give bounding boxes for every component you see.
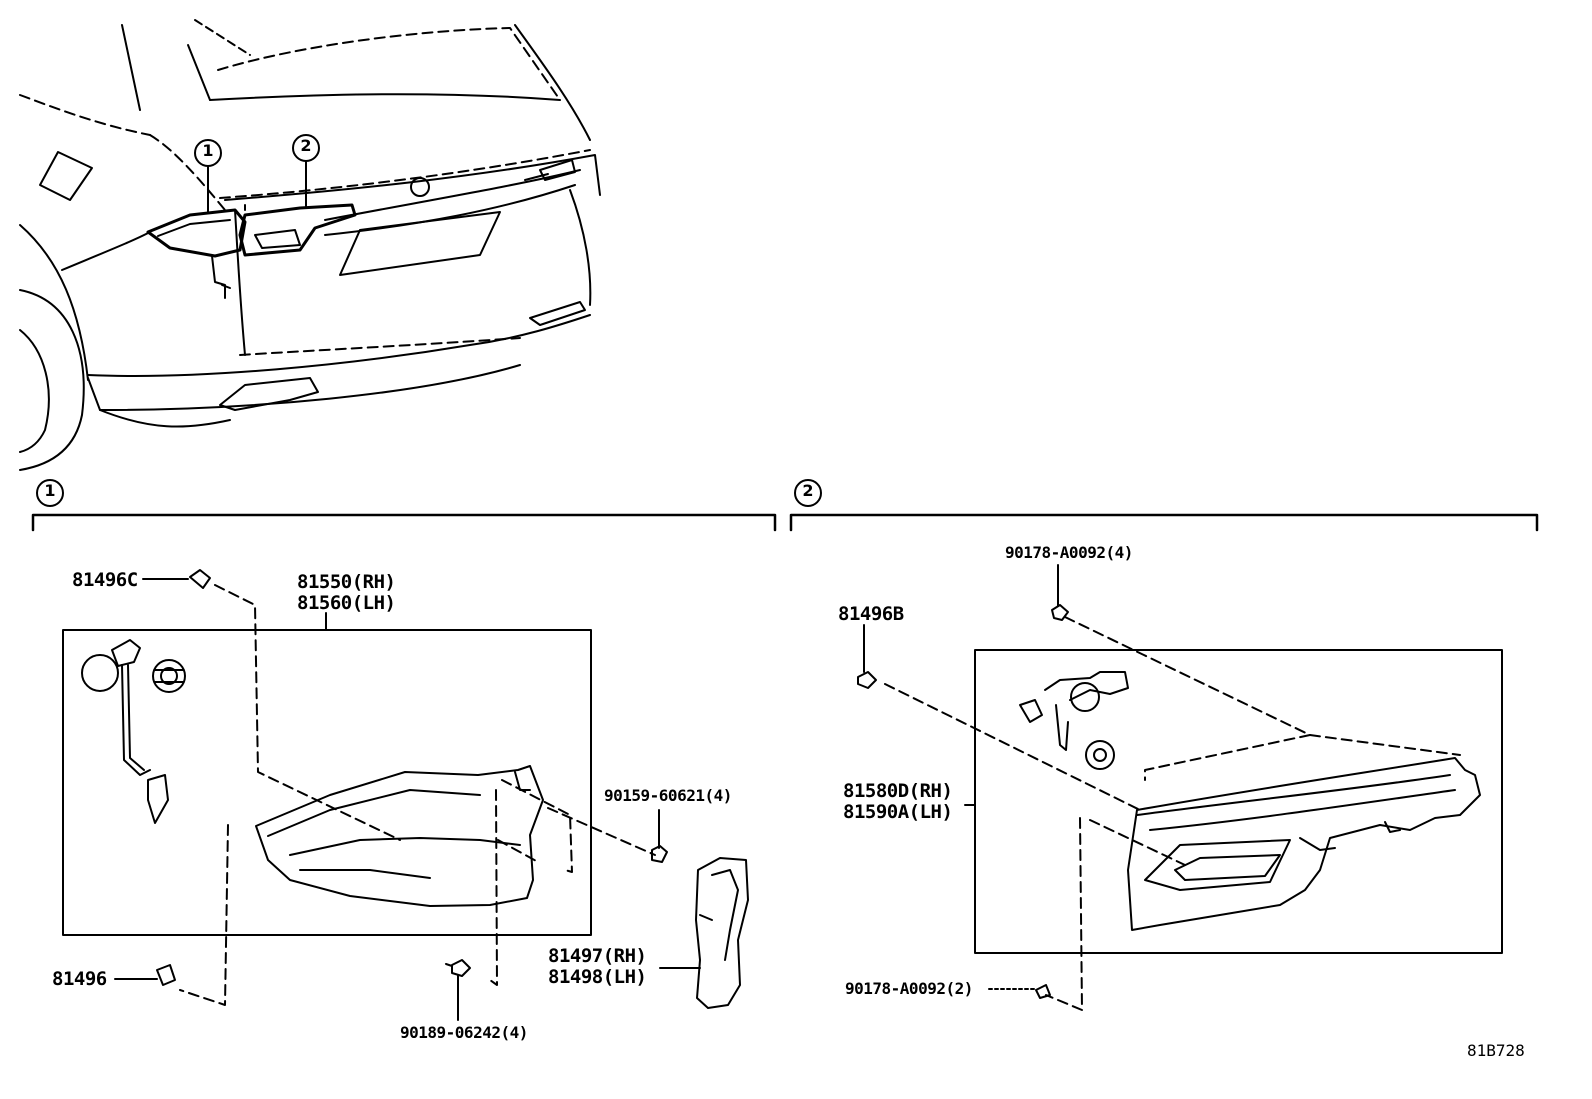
callout-2-section: [794, 479, 822, 507]
part-90159-60621[interactable]: 90159-60621(4): [604, 786, 732, 805]
callout-1-section-label: 1: [44, 481, 56, 500]
section-2-garnish-lamp: [857, 564, 1503, 1011]
part-81550-rh[interactable]: 81550(RH): [297, 571, 396, 593]
part-81496C[interactable]: 81496C: [72, 569, 138, 591]
part-81496[interactable]: 81496: [52, 968, 107, 990]
callout-1-section: [36, 479, 64, 507]
callout-2-overview-label: 2: [300, 136, 312, 155]
part-81590A-lh[interactable]: 81590A(LH): [843, 801, 953, 823]
group-brackets: [31, 513, 1539, 532]
callout-1-overview: [194, 139, 222, 167]
part-90178-A0092-top[interactable]: 90178-A0092(4): [1005, 543, 1133, 562]
part-81580D-rh[interactable]: 81580D(RH): [843, 780, 953, 802]
section-1-tail-lamp: [62, 569, 749, 1021]
callout-1-overview-label: 1: [202, 141, 214, 160]
part-90189-06242[interactable]: 90189-06242(4): [400, 1023, 528, 1042]
part-81560-lh[interactable]: 81560(LH): [297, 592, 396, 614]
vehicle-rear-overview: [19, 19, 601, 471]
part-90178-A0092-bottom[interactable]: 90178-A0092(2): [845, 979, 973, 998]
illustration-id: 81B728: [1467, 1041, 1525, 1060]
part-81496B[interactable]: 81496B: [838, 603, 904, 625]
callout-2-overview: [292, 134, 320, 162]
part-81498-lh[interactable]: 81498(LH): [548, 966, 647, 988]
callout-2-section-label: 2: [802, 481, 814, 500]
part-81497-rh[interactable]: 81497(RH): [548, 945, 647, 967]
